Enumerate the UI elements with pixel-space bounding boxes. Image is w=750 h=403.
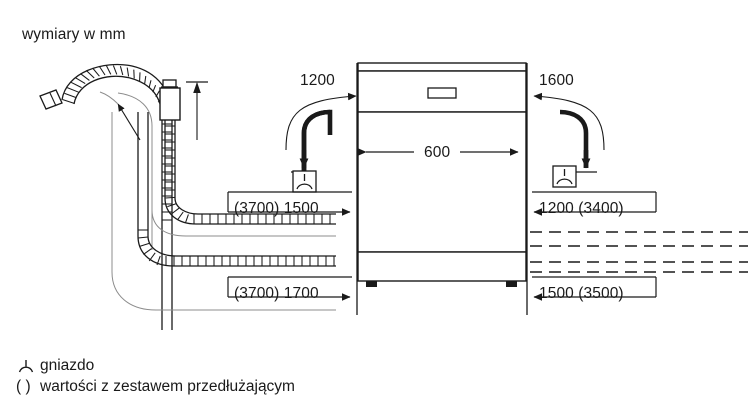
dashed-pipe-runs — [530, 231, 748, 273]
legend-row-socket: gniazdo — [16, 355, 436, 376]
hose-top-right — [533, 92, 605, 173]
dimension-label-top-left: 1200 — [300, 72, 335, 89]
dimension-label-mid-right: 1200 (3400) — [539, 200, 624, 217]
parentheses-glyph: ( ) — [16, 377, 31, 395]
display-window — [427, 87, 457, 99]
legend-label-extension-set: wartości z zestawem przedłużającym — [40, 377, 295, 395]
corrugated-supply-hose-lower — [111, 112, 336, 311]
aquastop-valve-box — [159, 79, 208, 140]
dimension-label-top-right: 1600 — [539, 72, 574, 89]
page-title: wymiary w mm — [22, 26, 126, 43]
dimension-label-bottom-right: 1500 (3500) — [539, 285, 624, 302]
appliance-body — [357, 62, 527, 287]
socket-icon — [16, 358, 40, 374]
dimension-leaders-left — [227, 191, 352, 301]
foot-right — [506, 281, 517, 287]
legend: gniazdo ( ) wartości z zestawem przedłuż… — [16, 355, 436, 397]
dimension-label-mid-left: (3700) 1500 — [234, 200, 319, 217]
hose-top-left — [285, 92, 357, 173]
legend-row-parentheses: ( ) wartości z zestawem przedłużającym — [16, 376, 436, 397]
reference-lines — [356, 63, 528, 315]
dimension-label-width: 600 — [424, 144, 451, 161]
dimension-label-bottom-left: (3700) 1700 — [234, 285, 319, 302]
socket-icon-right — [552, 165, 577, 188]
corrugated-drain-hose — [39, 63, 173, 330]
dimension-leaders-right — [532, 191, 657, 301]
corrugated-supply-hose-upper — [151, 120, 336, 237]
socket-icon-left — [292, 170, 317, 193]
foot-left — [366, 281, 377, 287]
legend-label-socket: gniazdo — [40, 356, 95, 374]
hose-end-cuff — [39, 89, 63, 110]
